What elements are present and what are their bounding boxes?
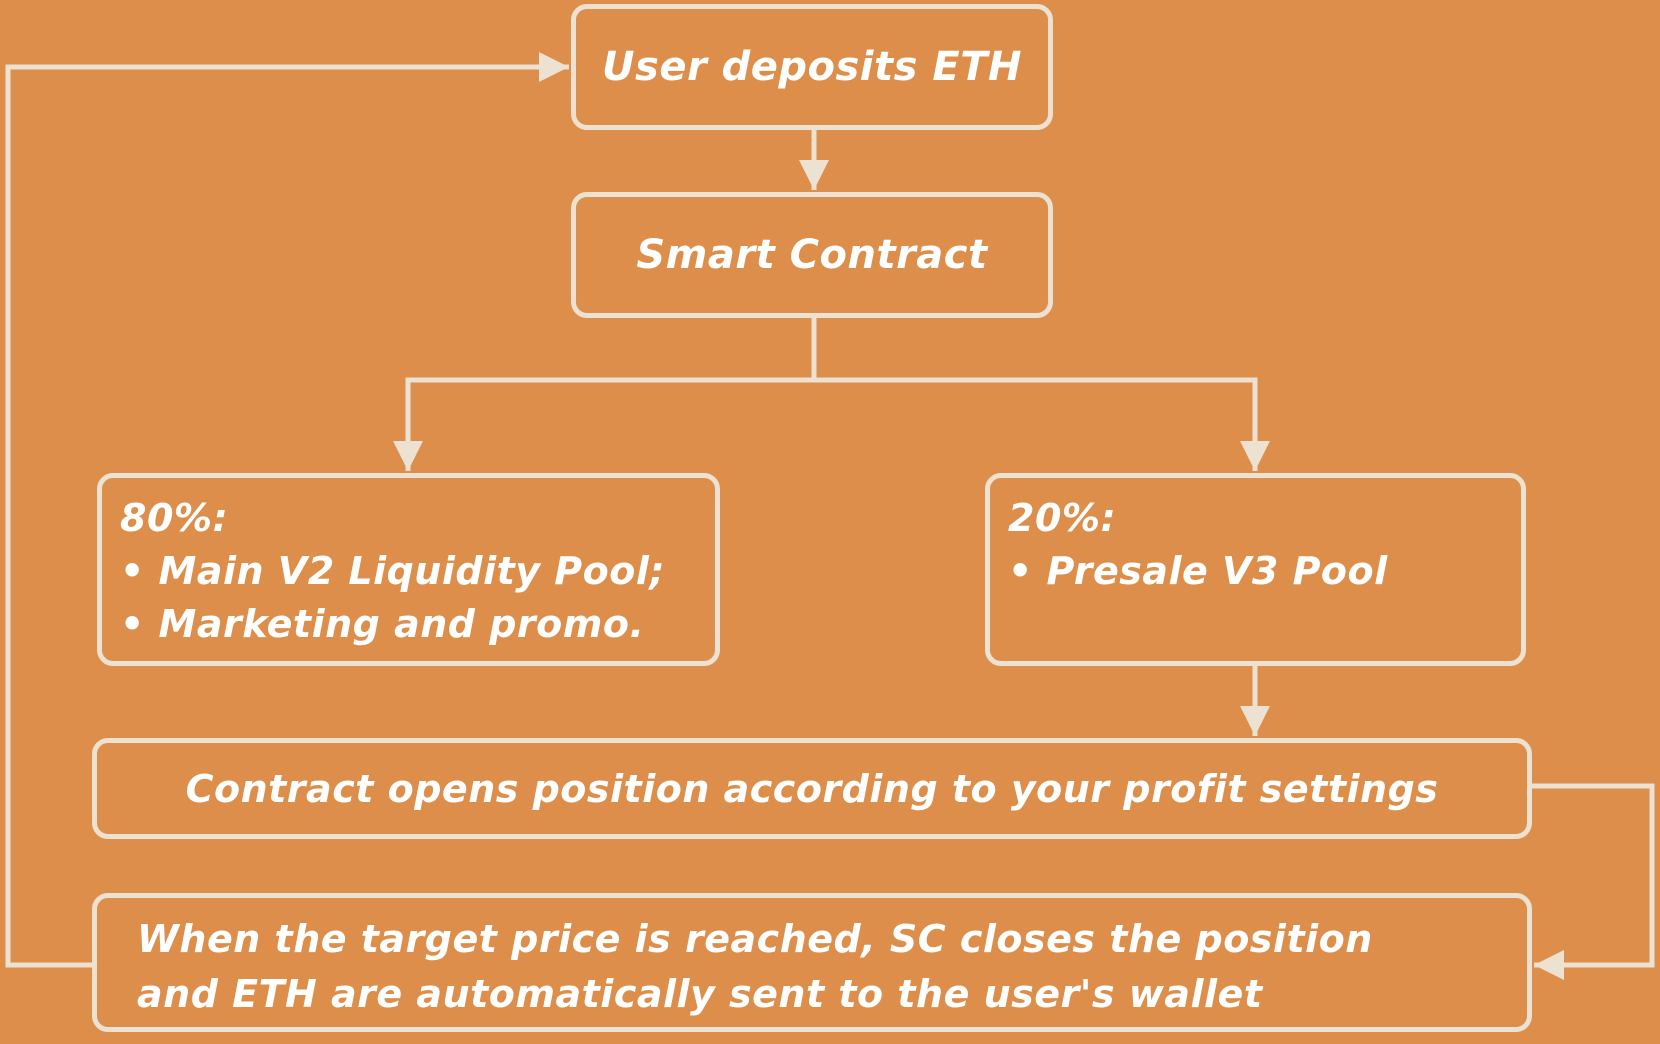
node-target-price-reached: When the target price is reached, SC clo… xyxy=(92,893,1532,1032)
node-eighty-percent: 80%: • Main V2 Liquidity Pool; • Marketi… xyxy=(97,473,720,666)
node-user-deposits: User deposits ETH xyxy=(571,4,1053,130)
target-price-line-2: and ETH are automatically sent to the us… xyxy=(137,972,1263,1016)
connector-contract-split xyxy=(393,318,817,471)
eighty-percent-heading: 80%: xyxy=(120,496,229,540)
eighty-percent-item-liquidity: • Main V2 Liquidity Pool; xyxy=(120,549,666,593)
twenty-percent-heading: 20%: xyxy=(1008,496,1117,540)
node-smart-contract-label: Smart Contract xyxy=(636,232,988,278)
target-price-line-1: When the target price is reached, SC clo… xyxy=(137,917,1373,961)
connector-contract-to-twenty xyxy=(814,377,1270,471)
node-contract-opens-position: Contract opens position according to you… xyxy=(92,738,1532,839)
connector-closes-to-deposit-loop xyxy=(5,52,569,968)
twenty-percent-item-presale: • Presale V3 Pool xyxy=(1008,549,1388,593)
eighty-percent-item-marketing: • Marketing and promo. xyxy=(120,602,645,646)
connector-opens-to-closes xyxy=(1532,783,1655,980)
node-smart-contract: Smart Contract xyxy=(571,192,1053,318)
node-contract-opens-position-label: Contract opens position according to you… xyxy=(185,766,1439,811)
node-twenty-percent: 20%: • Presale V3 Pool xyxy=(985,473,1526,666)
node-user-deposits-label: User deposits ETH xyxy=(602,44,1022,90)
